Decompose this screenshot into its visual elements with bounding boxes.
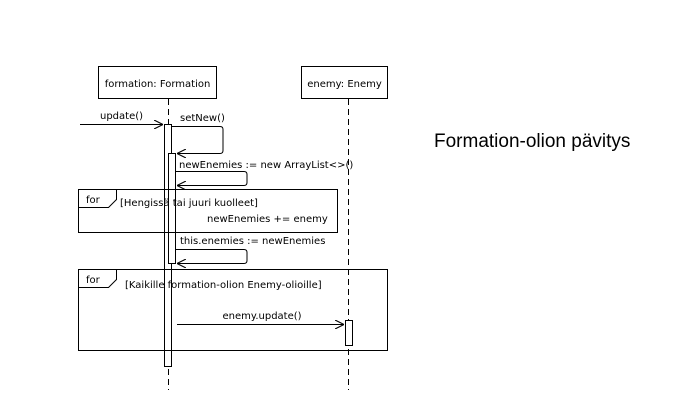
message-newenemies-label: newEnemies := new ArrayList<>() — [179, 160, 353, 171]
message-assign-label: this.enemies := newEnemies — [180, 236, 325, 247]
diagram-title: Formation-olion pävitys — [434, 131, 630, 152]
message-setnew-arrow — [172, 126, 224, 154]
lifeline-formation-box — [98, 66, 217, 99]
fragment-for-alive-frame — [78, 189, 338, 233]
fragment-for-alive-guard: [Hengissä tai juuri kuolleet] — [120, 198, 258, 209]
message-newenemies-arrow — [176, 171, 248, 186]
fragment-for-alive-action: newEnemies += enemy — [207, 214, 328, 225]
message-setnew-label: setNew() — [180, 113, 225, 124]
fragment-for-alive-tab — [78, 189, 117, 208]
message-enemy-update-label: enemy.update() — [222, 311, 301, 322]
fragment-for-all-tab — [78, 269, 117, 288]
fragment-for-all-guard: [Kaikille formation-olion Enemy-olioille… — [125, 280, 322, 291]
lifeline-enemy: enemy: Enemy — [301, 66, 388, 390]
fragment-for-all-operator: for — [86, 275, 101, 286]
activation-formation-inner — [168, 153, 176, 264]
message-assign-arrow — [176, 249, 248, 264]
fragment-for-all-frame — [78, 269, 388, 351]
lifeline-enemy-box — [301, 66, 388, 99]
fragment-for-alive-operator: for — [86, 195, 101, 206]
activation-enemy — [345, 320, 353, 346]
fragment-for-alive: for [Hengissä tai juuri kuolleet] newEne… — [78, 189, 338, 233]
lifeline-formation-label: formation: Formation — [105, 79, 211, 90]
message-update-label: update() — [100, 111, 143, 122]
lifeline-enemy-label: enemy: Enemy — [307, 79, 382, 90]
fragment-for-all: for [Kaikille formation-olion Enemy-olio… — [78, 269, 388, 351]
